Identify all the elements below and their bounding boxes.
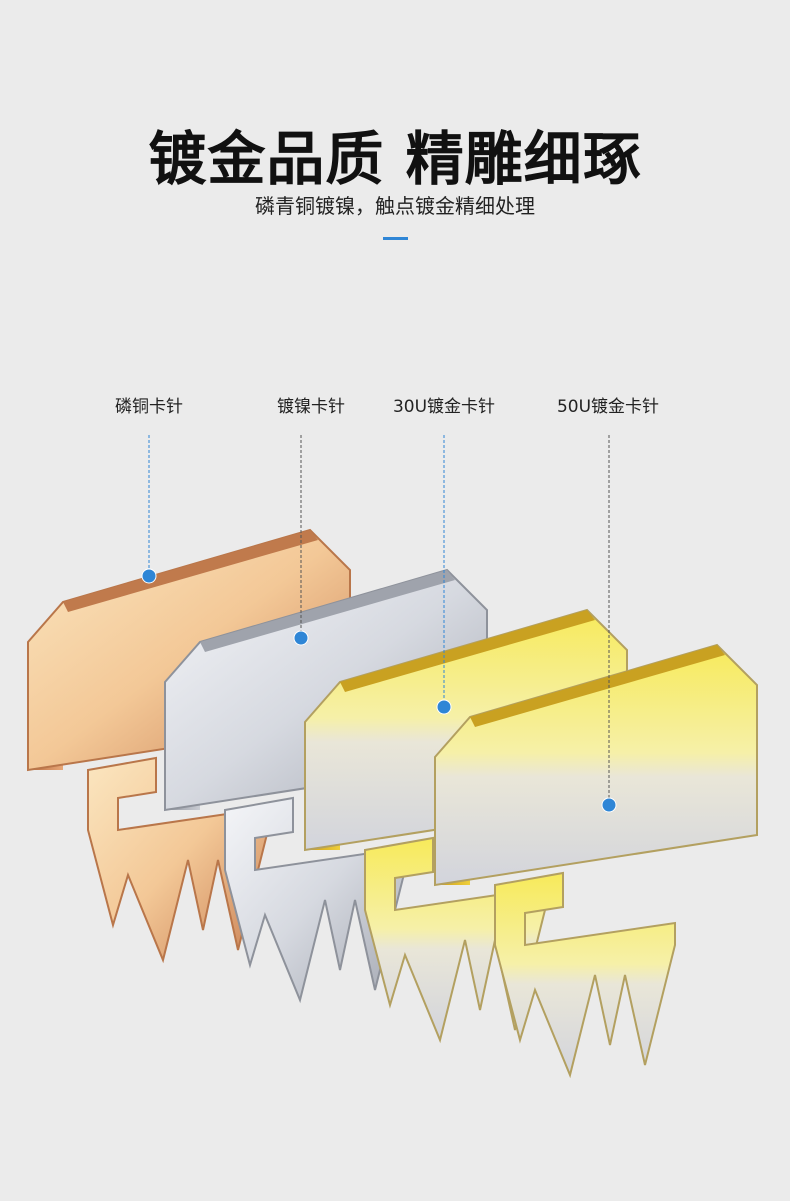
label-phosphor-copper: 磷铜卡针 <box>115 397 183 417</box>
callout-copper <box>141 435 157 584</box>
gold-50u-pin <box>434 644 758 1076</box>
label-nickel: 镀镍卡针 <box>277 397 345 417</box>
nickel-pin <box>164 569 488 1001</box>
label-50u-gold: 50U镀金卡针 <box>556 397 660 417</box>
copper-pin <box>27 529 351 961</box>
page-subtitle: 磷青铜镀镍，触点镀金精细处理 <box>255 194 535 218</box>
accent-divider <box>383 237 408 240</box>
page-title: 镀金品质 精雕细琢 <box>148 125 642 193</box>
gold-30u-pin <box>304 609 628 1041</box>
callout-30u-gold <box>436 435 452 715</box>
callout-nickel <box>293 435 309 646</box>
callout-50u-gold <box>601 435 617 813</box>
label-30u-gold: 30U镀金卡针 <box>392 397 496 417</box>
